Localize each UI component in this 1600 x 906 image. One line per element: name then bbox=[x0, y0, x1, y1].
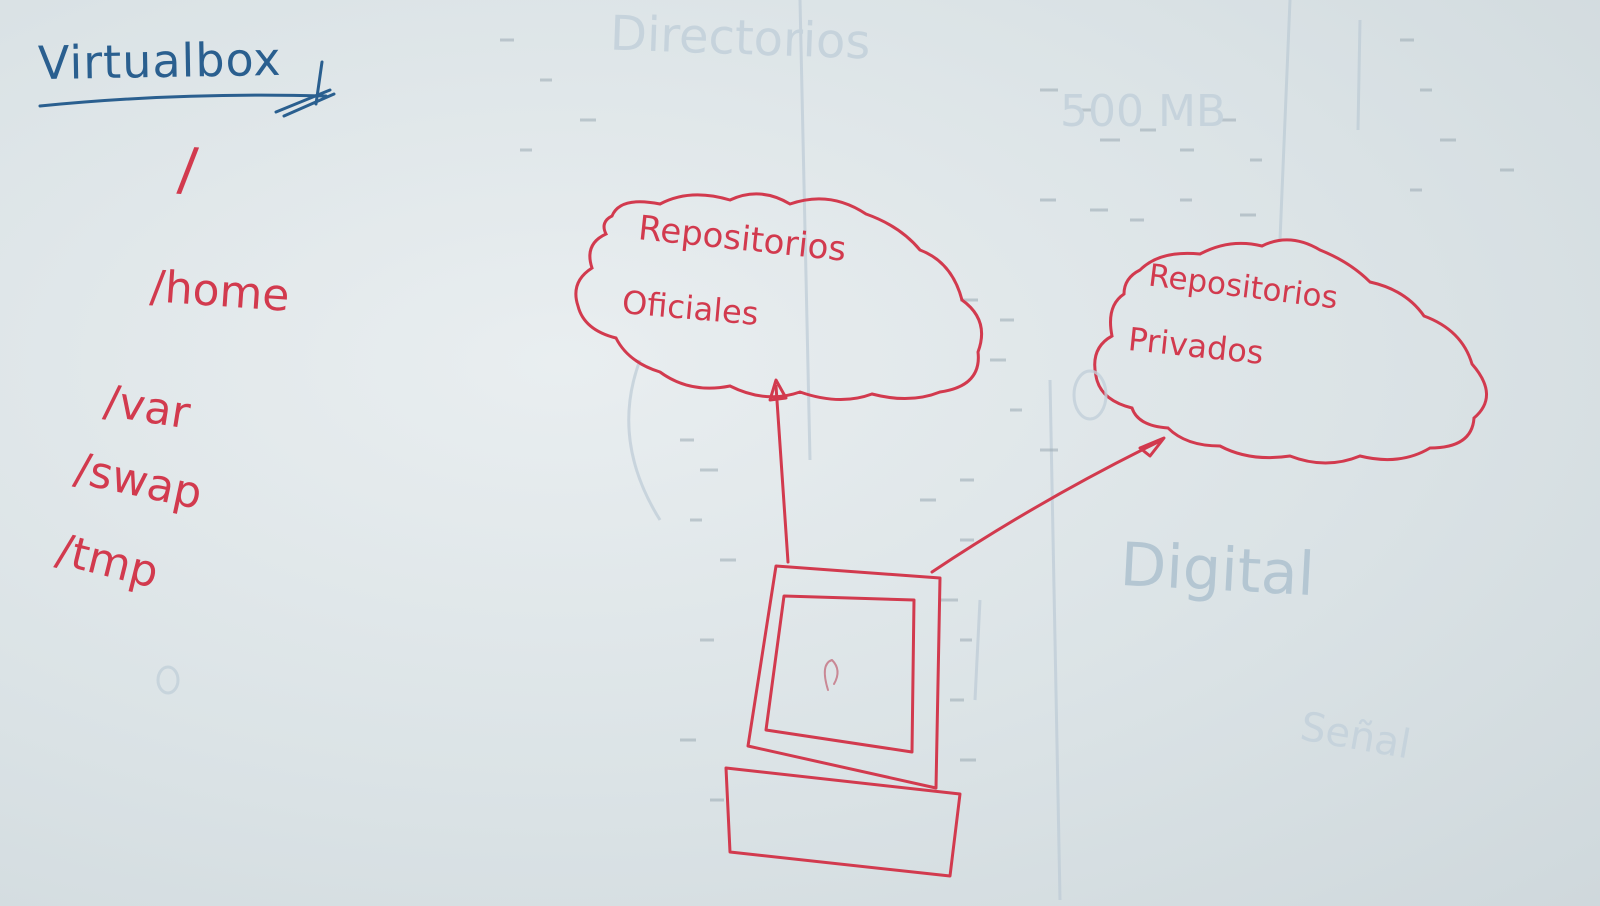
computer-drawing bbox=[724, 564, 962, 878]
faint-circles bbox=[156, 369, 1108, 695]
cloud-private-outline bbox=[1093, 238, 1488, 465]
cloud-official-outline bbox=[574, 192, 983, 402]
title-underline bbox=[38, 60, 336, 118]
directory-root: / bbox=[175, 134, 200, 204]
faint-erased-text-top: Directorios bbox=[609, 5, 872, 71]
monitor-outer bbox=[746, 564, 942, 790]
screen-scribble bbox=[823, 659, 839, 691]
directory-var: /var bbox=[100, 375, 194, 440]
faint-dashes bbox=[500, 38, 1514, 802]
faint-erased-text-digital: Digital bbox=[1118, 529, 1317, 611]
arrow-to-official bbox=[768, 378, 790, 564]
board-title: Virtualbox bbox=[37, 31, 282, 91]
arrow-to-private bbox=[930, 436, 1166, 574]
faint-erased-number: 500 MB bbox=[1060, 86, 1227, 137]
monitor-inner bbox=[764, 594, 916, 754]
faint-erased-lines bbox=[627, 0, 1362, 901]
directory-home: /home bbox=[148, 261, 292, 322]
keyboard bbox=[724, 766, 962, 878]
